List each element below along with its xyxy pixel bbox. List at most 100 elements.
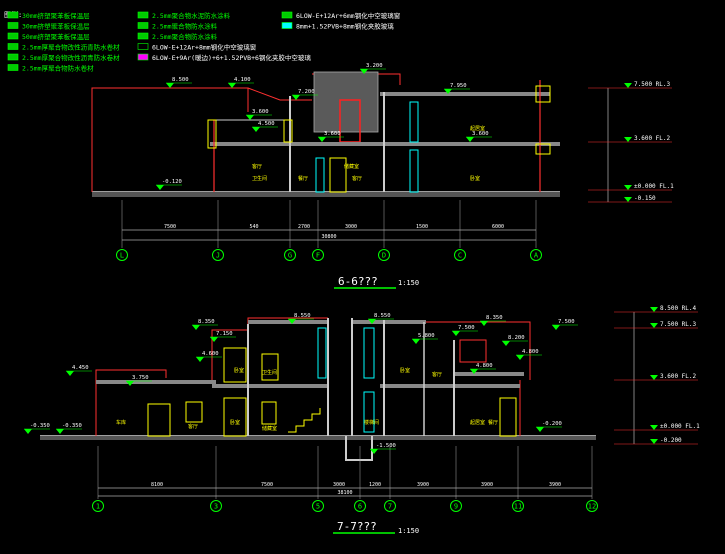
legend-item: 6LOW-E+12Ar+8mm钢化中空玻璃窗 [152,43,256,52]
elevation-marker [470,369,478,374]
elevation-marker [502,341,510,346]
section-6-room-labels: 卫生间餐厅客厅起居室卧室客厅储藏室 [252,125,485,182]
axis-bubble [530,249,542,261]
legend: 图例: 30mm挤塑聚苯板保温层30mm挤塑聚苯板保温层50mm挤塑聚苯板保温层… [4,10,400,73]
axis-bubble [384,500,396,512]
room-label: 卫生间 [262,369,277,376]
section-7-title: 7-7??? [337,520,377,533]
elevation-text: 3.600 [324,131,341,137]
outline-garage [95,369,167,436]
window-a-upper [535,85,551,103]
door-f [329,157,347,193]
room-label: 餐厅 [298,175,308,182]
floor-slab-left [212,384,328,388]
legend-swatch [137,32,149,40]
elevation-marker [452,331,460,336]
section-6-title: 6-6??? [338,275,378,288]
legend-item: 2.5mm聚合物防水涂料 [152,32,218,41]
elevation-text: -0.120 [162,179,182,185]
dimension-text: 3900 [549,482,561,488]
legend-swatch [137,11,149,19]
level-marker [650,425,658,430]
ground-hatch [92,192,560,197]
axis-bubble [454,249,466,261]
section-6-scale: 1:150 [398,279,419,287]
level-marker [624,137,632,142]
glass-d-lower [409,149,419,193]
elevation-marker [56,429,64,434]
glass-f [315,157,325,193]
elevation-marker [196,357,204,362]
legend-item: 50mm挤塑聚苯板保温层 [22,32,90,41]
window-upper-9 [459,339,487,363]
dimension-text: 3900 [417,482,429,488]
elevation-text: -0.200 [542,421,562,427]
dimension-text: 3900 [481,482,493,488]
elevation-text: -1.500 [376,443,396,449]
elevation-marker [536,427,544,432]
elevation-text: 4.100 [234,77,251,83]
room-label: 起居室 [470,125,485,132]
legend-swatch [281,11,293,19]
legend-item: 2.5mm厚聚合物改性沥青防水卷材 [22,43,120,52]
elevation-text: 3.600 [472,131,489,137]
elevation-marker [228,83,236,88]
level-marker [650,439,658,444]
window-upper-4 [261,353,279,381]
elevation-text: 4.800 [476,363,493,369]
elevation-marker [252,127,260,132]
room-label: 客厅 [432,371,442,378]
elevation-text: 5.800 [418,333,435,339]
legend-item: 8mm+1.52PVB+8mm钢化夹胶玻璃 [296,22,394,31]
level-label: ±0.000 FL.1 [634,183,674,190]
room-label: 卧室 [230,419,240,426]
elevation-marker [318,137,326,142]
axis-bubble [512,500,524,512]
room-label: 楼梯间 [364,419,379,426]
roof-slab-left [248,320,328,324]
door-11 [499,397,517,437]
level-label: -0.150 [634,195,656,202]
room-label: 卧室 [470,175,480,182]
level-marker [624,197,632,202]
dimension-text: 3000 [333,482,345,488]
elevation-marker [444,89,452,94]
roof-slab [380,92,550,96]
legend-swatch [7,64,19,71]
level-label: -0.200 [660,437,682,444]
elevation-text: 7.950 [450,83,467,89]
elevation-text: 8.500 [172,77,189,83]
axis-bubble [212,249,224,261]
ground-hatch [40,436,596,440]
glass-6-lower [363,391,375,433]
axis-bubble [116,249,128,261]
axis-label: 6 [358,503,362,511]
axis-bubble [312,249,324,261]
dimension-text: 6000 [492,224,504,230]
legend-swatch [7,43,19,50]
axis-label: J [216,252,220,260]
elevation-text: 8.350 [486,315,503,321]
elevation-text: 4.500 [258,121,275,127]
section-7-levels: 8.500 RL.47.500 RL.33.600 FL.2±0.000 FL.… [614,305,700,445]
elevation-text: -0.350 [62,423,82,429]
elevation-marker [126,381,134,386]
glass-d [409,101,419,143]
slab-right [454,372,524,376]
elevation-text: 3.750 [132,375,149,381]
room-label: 餐厅 [488,419,498,426]
level-marker [624,185,632,190]
basement-pit [345,436,373,461]
legend-swatch [281,22,293,29]
stair-tower [313,71,379,133]
axis-bubble [378,249,390,261]
total-dimension-text: 38100 [337,490,352,496]
room-label: 卫生间 [252,175,267,182]
elevation-marker [480,321,488,326]
level-label: ±0.000 FL.1 [660,423,700,430]
